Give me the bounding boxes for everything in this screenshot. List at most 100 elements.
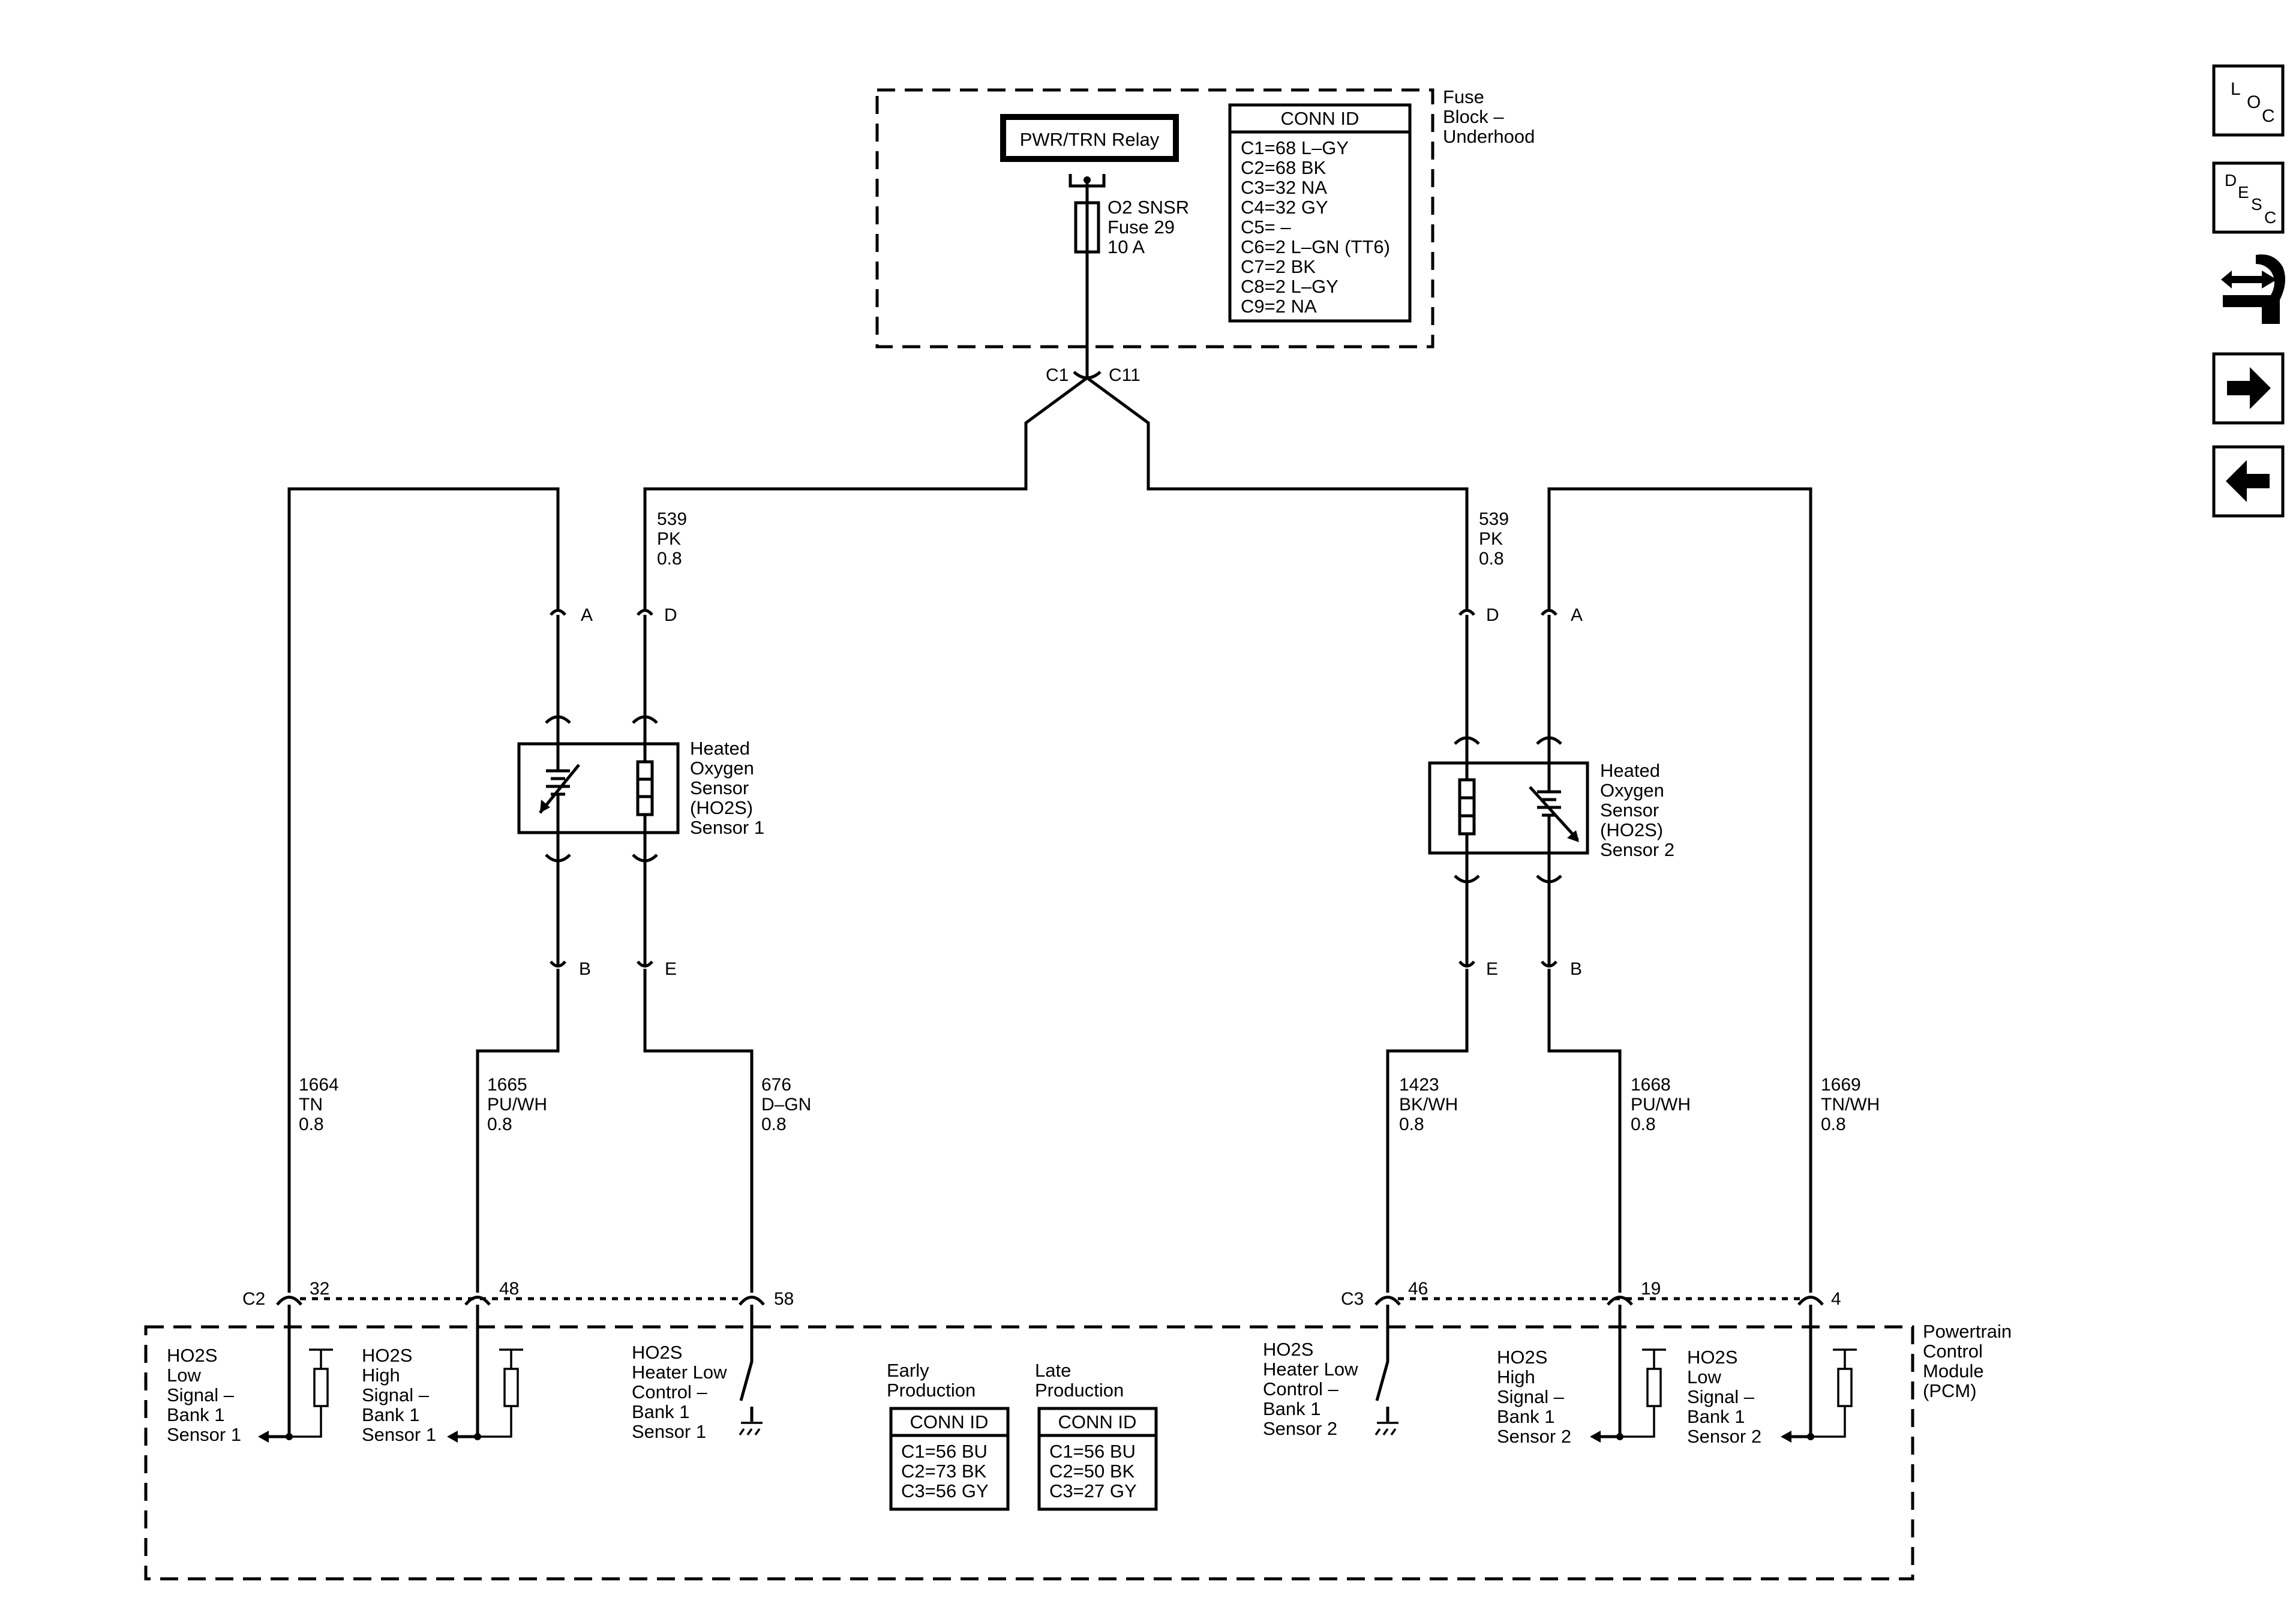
pcm-s2-low-l4: Bank 1 xyxy=(1687,1406,1745,1427)
desc-button-frame[interactable] xyxy=(2212,161,2285,234)
wire-1664-size: 0.8 xyxy=(299,1115,324,1134)
plug-icon xyxy=(2223,254,2285,324)
pcm-s1-low-l3: Signal – xyxy=(167,1384,235,1405)
pcm-s2-high-l1: HO2S xyxy=(1497,1347,1547,1368)
pcm-pin-19-label: 19 xyxy=(1641,1279,1661,1299)
pcm-s2-heater-l5: Sensor 2 xyxy=(1263,1418,1337,1439)
fuse-conn-row: C5= – xyxy=(1241,217,1291,238)
wire-1668-size: 0.8 xyxy=(1631,1115,1656,1134)
back-button[interactable] xyxy=(2212,445,2285,518)
fuse-conn-title: CONN ID xyxy=(1281,108,1359,129)
loc-letter-o: O xyxy=(2247,92,2261,112)
c3-label: C3 xyxy=(1341,1289,1364,1309)
pin-a-label: A xyxy=(581,605,593,625)
pcm-s1-heater-l1: HO2S xyxy=(632,1342,682,1363)
wire-676-label: 676 D–GN 0.8 xyxy=(761,1075,817,1134)
s1-top-cup-d xyxy=(632,715,658,724)
late-conn-row: C1=56 BU xyxy=(1049,1441,1136,1462)
late-title-l1: Late xyxy=(1035,1360,1071,1381)
pcm-s2-heater-l2: Heater Low xyxy=(1263,1359,1358,1380)
wire-1664-label: 1664 TN 0.8 xyxy=(299,1075,344,1134)
pcm-s1-heater-l4: Bank 1 xyxy=(632,1401,690,1422)
pin-e-cup xyxy=(637,960,653,968)
s1-top-stubs xyxy=(556,720,647,744)
wire-1668 xyxy=(1547,969,1622,1293)
fuse-number: Fuse 29 xyxy=(1108,217,1175,238)
sensor2-label-l4: (HO2S) xyxy=(1600,819,1663,840)
early-conn-table xyxy=(889,1407,1010,1511)
pcm-s1-heater-l3: Control – xyxy=(632,1381,708,1402)
s2-pin-a-cup xyxy=(1541,609,1557,616)
pcm-pin-46-label: 46 xyxy=(1408,1279,1428,1299)
fuse-block-label-l3: Underhood xyxy=(1443,126,1535,147)
pcm-s1-high-l5: Sensor 1 xyxy=(362,1424,436,1445)
sensor2-label-l2: Oxygen xyxy=(1600,780,1664,801)
sensor1-label-l2: Oxygen xyxy=(690,758,754,779)
s1-ground-icon xyxy=(739,1422,763,1436)
s1-high-node xyxy=(474,1433,481,1440)
sensor1-box xyxy=(517,742,680,834)
s1-high-arrow xyxy=(447,1431,458,1443)
s1-cell-stack xyxy=(546,744,570,833)
wire-676-num: 676 xyxy=(761,1075,791,1095)
wire-539-right xyxy=(1086,376,1469,609)
pcm-s2-heater-label: HO2S Heater Low Control – Bank 1 Sensor … xyxy=(1263,1339,1363,1439)
s2-lower-wires xyxy=(1465,876,1551,966)
fuse-conn-row: C9=2 NA xyxy=(1241,296,1317,317)
s1-low-wire xyxy=(264,1305,291,1438)
s1-low-resistor xyxy=(313,1368,329,1407)
loc-button-frame[interactable] xyxy=(2212,64,2285,137)
s2-wire-539-color: PK xyxy=(1479,529,1503,549)
s2-pin-e-cup xyxy=(1458,960,1475,968)
splice-left-label: C1 xyxy=(1046,365,1069,385)
nav-toolbar: L O C D E S C xyxy=(2212,64,2285,518)
wire-1423-color: BK/WH xyxy=(1399,1095,1458,1115)
pin-b-cup xyxy=(550,960,566,968)
fuse-conn-row: C2=68 BK xyxy=(1241,157,1326,178)
pcm-label: Powertrain Control Module (PCM) xyxy=(1923,1321,2017,1401)
s2-high-node xyxy=(1616,1433,1623,1440)
pcm-s1-high-l3: Signal – xyxy=(362,1384,430,1405)
s2-pin-b-label: B xyxy=(1570,959,1582,979)
pcm-pin-48-label: 48 xyxy=(499,1279,519,1299)
pcm-s1-high-label: HO2S High Signal – Bank 1 Sensor 1 xyxy=(362,1345,436,1445)
late-production-title: Late Production xyxy=(1035,1360,1124,1401)
s2-arrowhead xyxy=(1567,830,1579,842)
fuse-conn-row: C6=2 L–GN (TT6) xyxy=(1241,236,1390,257)
desc-letter-s: S xyxy=(2251,195,2262,214)
s2-wire-539-label: 539 PK 0.8 xyxy=(1479,509,1514,569)
forward-button[interactable] xyxy=(2212,352,2285,425)
fuse-block-label-l2: Block – xyxy=(1443,106,1504,127)
pcm-s1-high-l1: HO2S xyxy=(362,1345,412,1366)
pin-d-label: D xyxy=(664,605,677,625)
desc-letter-d: D xyxy=(2225,171,2237,190)
s2-top-stubs xyxy=(1465,741,1551,763)
fuse-conn-row: C4=32 GY xyxy=(1241,197,1328,218)
wire-1665-size: 0.8 xyxy=(487,1115,512,1134)
pcm-s2-low-l2: Low xyxy=(1687,1366,1721,1387)
loc-button[interactable]: L O C xyxy=(2212,64,2285,137)
fuse-block-outline xyxy=(875,88,1434,349)
swap-arrow-icon xyxy=(2221,271,2277,289)
sensor2-box xyxy=(1428,761,1589,855)
late-conn-row: C3=27 GY xyxy=(1049,1480,1137,1501)
fuse-conn-row: C8=2 L–GY xyxy=(1241,276,1338,297)
arrow-left-icon xyxy=(2226,460,2270,502)
fuse-block-label-l1: Fuse xyxy=(1443,86,1484,107)
sensor1-label-l1: Heated xyxy=(690,738,750,759)
s2-pin-d-label: D xyxy=(1486,605,1499,625)
fuse-conn-row: C1=68 L–GY xyxy=(1241,137,1349,158)
sensor1-label-l5: Sensor 1 xyxy=(690,817,764,838)
pin-b-label: B xyxy=(579,959,591,979)
pcm-s2-low-l1: HO2S xyxy=(1687,1347,1737,1368)
pin-d-cup xyxy=(637,609,653,616)
wire-1668-color: PU/WH xyxy=(1631,1095,1691,1115)
pcm-s2-high-l2: High xyxy=(1497,1366,1535,1387)
s1-heater-switch xyxy=(739,1305,754,1422)
connector-view-icon[interactable] xyxy=(2221,254,2285,324)
wire-539-left-size: 0.8 xyxy=(657,549,682,569)
desc-button[interactable]: D E S C xyxy=(2212,161,2285,234)
pcm-s2-low-l5: Sensor 2 xyxy=(1687,1426,1761,1447)
early-conn-row: C1=56 BU xyxy=(901,1441,988,1462)
